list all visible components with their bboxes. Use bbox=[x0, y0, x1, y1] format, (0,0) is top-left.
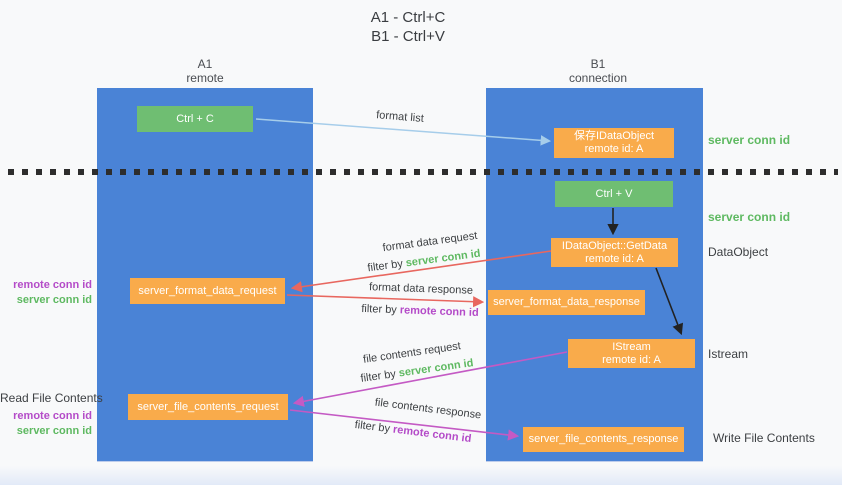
file-contents-response-arrow bbox=[289, 409, 520, 441]
title-line-ctrl-c: A1 - Ctrl+C bbox=[370, 9, 446, 26]
format-data-request-arrow bbox=[290, 250, 552, 293]
server-format-data-request-node: server_format_data_request bbox=[130, 278, 285, 304]
server-format-data-response-node: server_format_data_response bbox=[488, 290, 645, 315]
left-conn-ids-1: remote conn id server conn id bbox=[0, 278, 92, 308]
left-remote-conn-id-1: remote conn id bbox=[13, 279, 92, 291]
server-file-contents-request-label: server_file_contents_request bbox=[137, 400, 279, 413]
diagram-title: A1 - Ctrl+C B1 - Ctrl+V bbox=[308, 8, 508, 46]
read-file-contents-label: Read File Contents bbox=[0, 391, 103, 405]
server-file-contents-request-node: server_file_contents_request bbox=[128, 394, 288, 420]
dataobject-label: DataObject bbox=[708, 245, 769, 259]
ctrl-v-label: Ctrl + V bbox=[595, 187, 633, 200]
lane-b1-name: B1 bbox=[590, 57, 606, 71]
server-format-data-response-label: server_format_data_response bbox=[493, 296, 640, 308]
idataobject-getdata-node: IDataObject::GetData remote id: A bbox=[551, 238, 678, 267]
left-server-conn-id-2: server conn id bbox=[16, 425, 92, 437]
format-data-response-arrow bbox=[286, 294, 485, 308]
right-server-conn-id-2: server conn id bbox=[708, 210, 791, 224]
lane-b1-role: connection bbox=[568, 71, 628, 85]
lane-header-b1: B1 connection bbox=[540, 57, 656, 85]
lane-a1-name: A1 bbox=[197, 57, 213, 71]
save-idataobject-line1: 保存IDataObject bbox=[573, 130, 655, 142]
left-server-conn-id-1: server conn id bbox=[16, 294, 92, 306]
format-list-arrow bbox=[255, 118, 552, 146]
right-server-conn-id-1: server conn id bbox=[708, 133, 791, 147]
left-conn-ids-2: remote conn id server conn id bbox=[0, 409, 92, 439]
ctrl-c-label: Ctrl + C bbox=[176, 112, 214, 125]
ctrl-c-node: Ctrl + C bbox=[137, 106, 253, 132]
ctrl-v-node: Ctrl + V bbox=[555, 181, 673, 207]
write-file-contents-label: Write File Contents bbox=[713, 431, 815, 445]
save-idataobject-node: 保存IDataObject remote id: A bbox=[554, 128, 674, 158]
istream-line2: remote id: A bbox=[602, 353, 661, 366]
istream-line1: IStream bbox=[612, 340, 651, 353]
title-line-ctrl-v: B1 - Ctrl+V bbox=[371, 28, 445, 45]
file-contents-request-arrow bbox=[292, 351, 568, 407]
server-file-contents-response-node: server_file_contents_response bbox=[523, 427, 684, 452]
istream-node: IStream remote id: A bbox=[568, 339, 695, 368]
filter-by-text-2: filter by bbox=[361, 302, 398, 317]
server-file-contents-response-label: server_file_contents_response bbox=[528, 433, 679, 445]
left-remote-conn-id-2: remote conn id bbox=[13, 410, 92, 422]
save-idataobject-line2: remote id: A bbox=[584, 143, 644, 155]
istream-side-label: Istream bbox=[708, 347, 749, 361]
idataobject-getdata-line2: remote id: A bbox=[585, 252, 644, 265]
lane-a1-role: remote bbox=[186, 71, 224, 85]
server-format-data-request-label: server_format_data_request bbox=[138, 284, 277, 297]
getdata-to-istream-arrow bbox=[655, 267, 684, 336]
lane-header-a1: A1 remote bbox=[147, 57, 263, 85]
idataobject-getdata-line1: IDataObject::GetData bbox=[561, 239, 668, 252]
